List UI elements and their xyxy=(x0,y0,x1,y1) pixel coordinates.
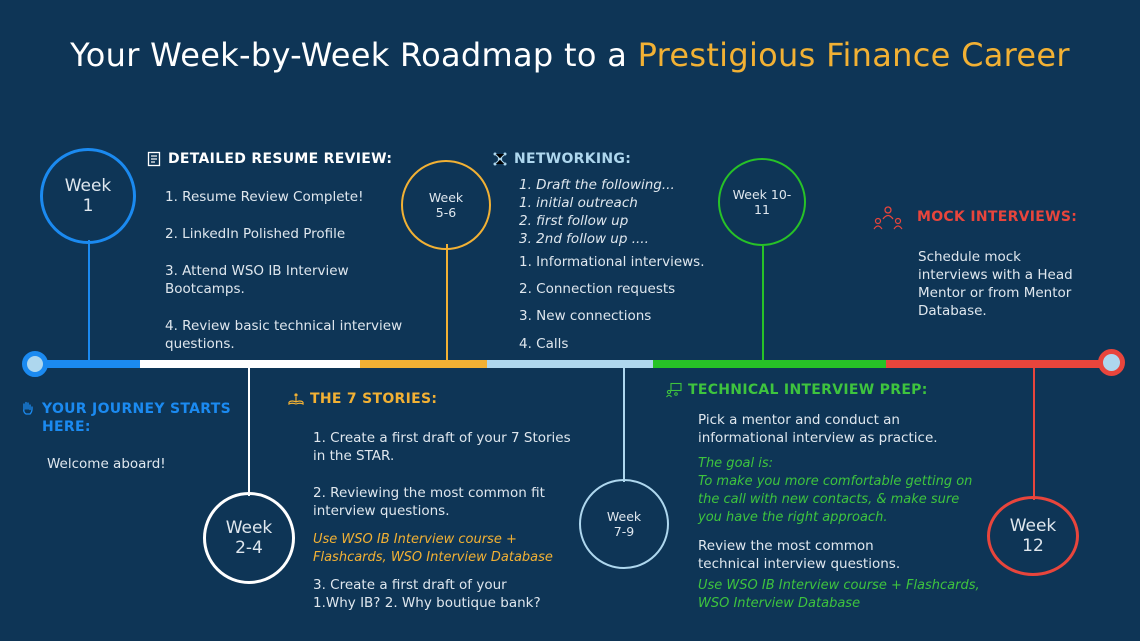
resume-item: 2. LinkedIn Polished Profile xyxy=(165,226,346,242)
networking-item: 3. New connections xyxy=(519,308,652,324)
journey-heading-line-2: HERE: xyxy=(42,419,91,435)
resume-heading-text: DETAILED RESUME REVIEW: xyxy=(168,151,393,167)
technical-goal: the call with new contacts, & make sure xyxy=(698,492,960,507)
stories-item: 1. Create a first draft of your 7 Storie… xyxy=(313,430,571,446)
networking-draft: 3. 2nd follow up .... xyxy=(519,230,649,248)
week-number: 7-9 xyxy=(613,524,635,539)
mock-text: Mentor or from Mentor xyxy=(918,285,1072,301)
week-10-11-circle: Week 10- 11 xyxy=(718,158,806,246)
networking-draft: 1. initial outreach xyxy=(519,195,638,211)
technical-intro: informational interview as practice. xyxy=(698,430,938,446)
networking-draft-text: 2nd follow up .... xyxy=(536,231,649,247)
week-1-circle: Week 1 xyxy=(40,148,136,244)
people-meeting-icon xyxy=(873,206,903,230)
journey-text: Welcome aboard! xyxy=(47,456,166,472)
mock-heading-text: MOCK INTERVIEWS: xyxy=(917,209,1078,225)
networking-item: 4. Calls xyxy=(519,336,569,352)
stories-note: Flashcards, WSO Interview Database xyxy=(313,550,553,565)
hand-wave-icon xyxy=(23,401,33,415)
technical-goal: you have the right approach. xyxy=(698,510,888,525)
connector-week-2-4 xyxy=(248,368,250,496)
timeline-segment-week-2-4 xyxy=(140,360,360,368)
week-2-4-circle: Week 2-4 xyxy=(203,492,295,584)
resume-item: Bootcamps. xyxy=(165,281,245,297)
book-icon xyxy=(288,393,304,405)
week-number: 12 xyxy=(1022,536,1044,556)
week-5-6-circle: Week 5-6 xyxy=(401,160,491,250)
week-label: Week 10- xyxy=(732,187,792,202)
timeline-segment-week-5-6 xyxy=(360,360,487,368)
networking-heading-text: NETWORKING: xyxy=(514,151,632,167)
week-number: 2-4 xyxy=(235,538,263,558)
week-label: Week xyxy=(64,175,112,196)
week-number: 5-6 xyxy=(435,205,457,220)
week-label: Week xyxy=(1009,515,1057,536)
journey-heading: YOUR JOURNEY STARTS HERE: xyxy=(20,400,231,436)
networking-draft-prefix: 3. xyxy=(519,231,537,247)
stories-item: 3. Create a first draft of your xyxy=(313,577,507,593)
mock-text: Database. xyxy=(918,303,987,319)
stories-note: Use WSO IB Interview course + xyxy=(313,532,517,547)
people-board-icon xyxy=(666,382,682,398)
stories-heading-text: THE 7 STORIES: xyxy=(310,391,438,407)
page-title: Your Week-by-Week Roadmap to a Prestigio… xyxy=(0,36,1140,74)
week-7-9-circle: Week 7-9 xyxy=(579,479,669,569)
week-label: Week xyxy=(606,509,642,524)
technical-note: Use WSO IB Interview course + Flashcards… xyxy=(698,578,980,593)
resume-item: 4. Review basic technical interview xyxy=(165,318,403,334)
connector-week-1 xyxy=(88,240,90,360)
technical-review: technical interview questions. xyxy=(698,556,901,572)
connector-week-5-6 xyxy=(446,244,448,360)
networking-draft: 2. first follow up xyxy=(519,213,629,229)
network-icon xyxy=(493,152,507,166)
technical-heading: TECHNICAL INTERVIEW PREP: xyxy=(666,382,928,398)
stories-item: interview questions. xyxy=(313,503,450,519)
technical-intro: Pick a mentor and conduct an xyxy=(698,412,900,428)
journey-heading-line-1: YOUR JOURNEY STARTS xyxy=(42,401,231,417)
technical-note: WSO Interview Database xyxy=(698,596,861,611)
week-12-circle: Week 12 xyxy=(987,496,1079,576)
connector-week-7-9 xyxy=(623,368,625,482)
connector-week-10-11 xyxy=(762,246,764,360)
document-icon xyxy=(147,151,161,167)
timeline-segment-week-7-9 xyxy=(487,360,653,368)
timeline-start-cap xyxy=(22,351,48,377)
stories-item: 2. Reviewing the most common fit xyxy=(313,485,545,501)
resume-heading: DETAILED RESUME REVIEW: xyxy=(146,151,392,167)
title-accent: Prestigious Finance Career xyxy=(637,36,1070,74)
technical-goal: The goal is: xyxy=(698,456,773,471)
stories-item: 1.Why IB? 2. Why boutique bank? xyxy=(313,595,541,611)
timeline-segment-week-1 xyxy=(35,360,140,368)
resume-item: 1. Resume Review Complete! xyxy=(165,189,364,205)
mock-heading: MOCK INTERVIEWS: xyxy=(873,206,1078,231)
mock-text: interviews with a Head xyxy=(918,267,1073,283)
networking-heading: NETWORKING: xyxy=(492,151,631,167)
week-number: 11 xyxy=(754,202,770,217)
stories-item: in the STAR. xyxy=(313,448,395,464)
timeline-end-cap xyxy=(1098,349,1125,376)
networking-item: 2. Connection requests xyxy=(519,281,676,297)
timeline-segment-week-12 xyxy=(886,360,1112,368)
week-label: Week xyxy=(428,190,464,205)
technical-goal: To make you more comfortable getting on xyxy=(698,474,973,489)
resume-item: questions. xyxy=(165,336,235,352)
timeline-segment-week-10-11 xyxy=(653,360,886,368)
connector-week-12 xyxy=(1033,368,1035,500)
week-label: Week xyxy=(225,517,273,538)
week-number: 1 xyxy=(82,196,94,216)
technical-review: Review the most common xyxy=(698,538,874,554)
title-main: Your Week-by-Week Roadmap to a xyxy=(70,36,638,74)
stories-heading: THE 7 STORIES: xyxy=(288,391,437,407)
networking-item: 1. Informational interviews. xyxy=(519,254,705,270)
mock-text: Schedule mock xyxy=(918,249,1021,265)
networking-draft: 1. Draft the following... xyxy=(519,177,675,193)
technical-heading-text: TECHNICAL INTERVIEW PREP: xyxy=(688,382,928,398)
resume-item: 3. Attend WSO IB Interview xyxy=(165,263,349,279)
